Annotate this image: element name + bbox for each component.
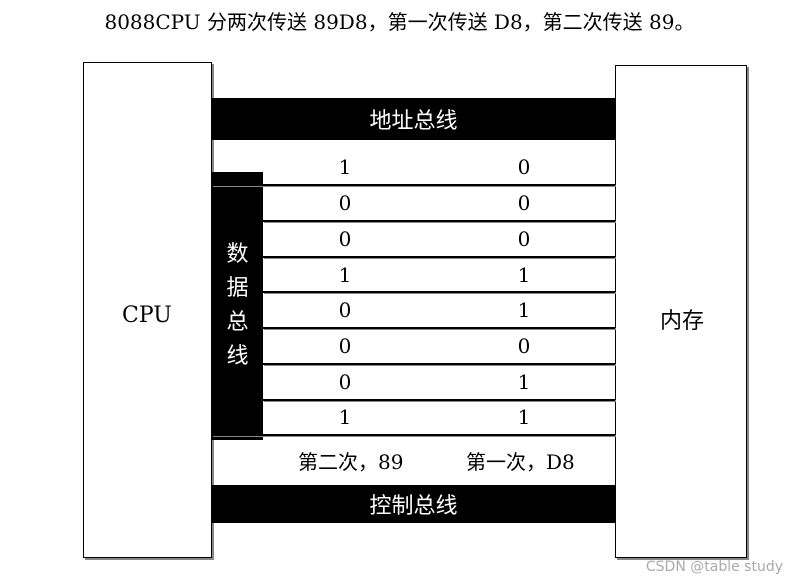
data-bus-char: 数: [226, 242, 249, 267]
memory-label: 内存: [660, 309, 705, 334]
bit-first: 1: [517, 370, 531, 394]
control-bus: 控制总线: [212, 485, 615, 523]
cpu-label: CPU: [122, 303, 172, 328]
data-line: [263, 291, 615, 293]
bit-second: 1: [338, 405, 352, 429]
caption: 8088CPU 分两次传送 89D8，第一次传送 D8，第二次传送 89。: [104, 10, 695, 34]
second-transfer-label: 第二次，89: [298, 450, 404, 474]
watermark: CSDN @table study: [645, 559, 783, 575]
bit-first: 1: [517, 405, 531, 429]
control-bus-label: 控制总线: [369, 494, 458, 519]
cpu-box: CPU: [83, 62, 212, 558]
bit-first: 0: [517, 191, 531, 215]
bit-first: 0: [517, 155, 531, 179]
data-line: [263, 256, 615, 258]
data-bus-char: 线: [226, 344, 249, 369]
bit-second: 1: [338, 155, 352, 179]
address-bus: 地址总线: [212, 98, 615, 140]
bit-second: 0: [338, 370, 352, 394]
bit-first: 0: [517, 227, 531, 251]
data-line: [263, 327, 615, 329]
bit-first: 1: [517, 298, 531, 322]
data-line: [263, 363, 615, 365]
data-line: [212, 434, 615, 436]
bit-second: 1: [338, 263, 352, 287]
data-line: [263, 220, 615, 222]
bit-first: 1: [517, 263, 531, 287]
bit-second: 0: [338, 334, 352, 358]
data-bus-block: 数 据 总 线: [212, 172, 263, 440]
bit-second: 0: [338, 191, 352, 215]
bit-second: 0: [338, 227, 352, 251]
data-bus-char: 据: [226, 276, 249, 301]
bit-first: 0: [517, 334, 531, 358]
data-line: [212, 184, 615, 186]
bit-second: 0: [338, 298, 352, 322]
data-bus-char: 总: [226, 310, 249, 335]
data-line: [263, 399, 615, 401]
memory-box: 内存: [615, 65, 747, 558]
first-transfer-label: 第一次，D8: [466, 450, 575, 474]
address-bus-label: 地址总线: [369, 109, 458, 134]
